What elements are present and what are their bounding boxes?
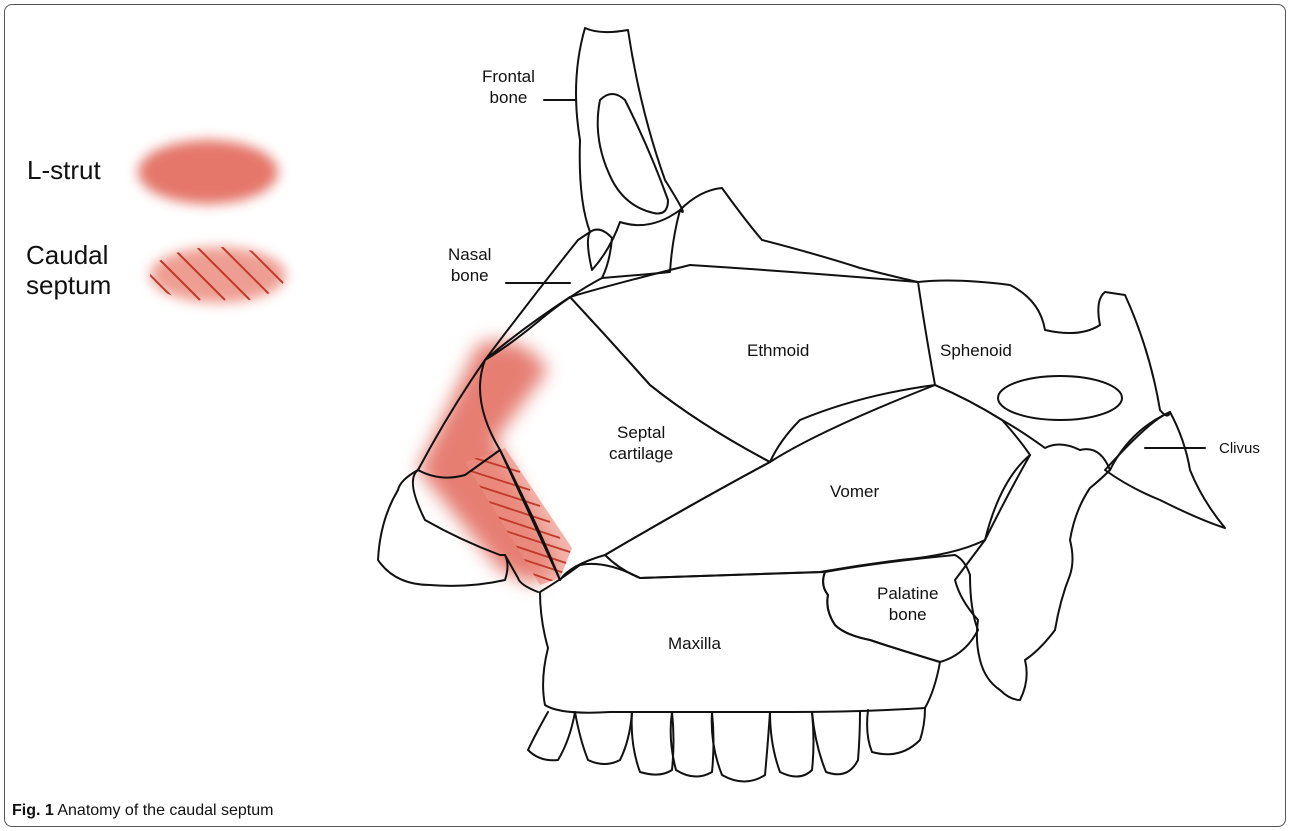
caption-text: Anatomy of the caudal septum [54,802,274,819]
nasal-bone-outline [485,230,612,360]
sphenoid-label: Sphenoid [940,340,1012,361]
palatine-bone-label: Palatine bone [877,583,938,625]
sphenoid-sinus-outline [998,376,1122,420]
frontal-bone-label: Frontal bone [482,66,535,108]
legend-caudal-septum-swatch [130,245,300,303]
legend-l-strut-label: L-strut [27,155,101,185]
frontal-sinus-outline [598,94,668,214]
clivus-outline [1105,412,1225,528]
vomer-label: Vomer [830,481,879,502]
nasal-bone-label: Nasal bone [448,244,491,286]
caption-number: Fig. 1 [12,802,54,819]
maxilla-label: Maxilla [668,633,721,654]
figure-caption: Fig. 1 Anatomy of the caudal septum [12,802,273,820]
septal-cartilage-label: Septal cartilage [609,422,673,464]
legend-l-strut-swatch [138,140,278,204]
ethmoid-label: Ethmoid [747,340,809,361]
clivus-label: Clivus [1219,438,1260,459]
frontal-bone-outline [576,28,683,270]
teeth-outline [528,708,925,782]
legend-caudal-septum-label: Caudal septum [26,240,111,300]
